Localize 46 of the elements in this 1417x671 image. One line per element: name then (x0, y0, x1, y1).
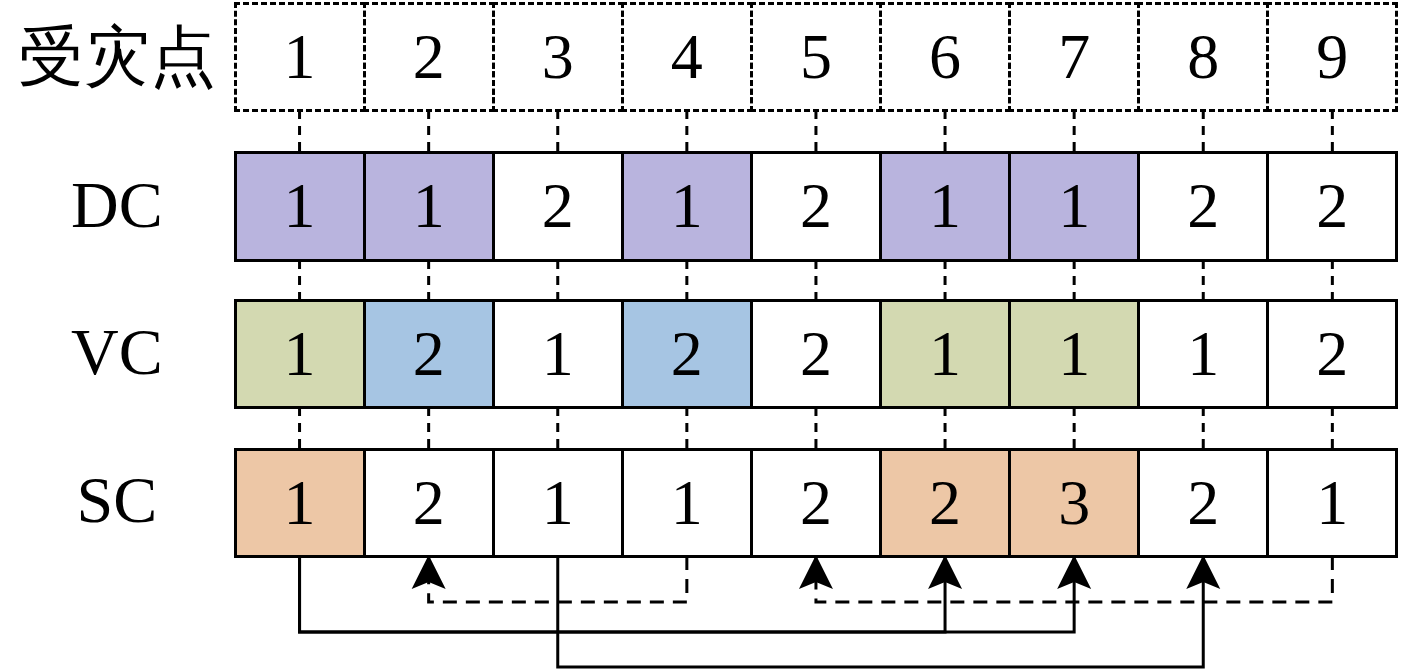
row-label: VC (71, 319, 163, 385)
dashed-connector-line (814, 407, 818, 449)
dashed-index-cell: 4 (620, 1, 753, 112)
dashed-connector-line (298, 110, 302, 152)
dashed-connector-line (427, 110, 431, 152)
row-label: SC (76, 467, 158, 533)
dashed-connector-line (556, 110, 560, 152)
dashed-connector-line (943, 110, 947, 152)
dashed-connector-line (943, 407, 947, 449)
dashed-connector-line (814, 260, 818, 300)
dashed-connector-line (1201, 260, 1205, 300)
dashed-elbow-arrow (411, 555, 689, 604)
dashed-connector-line (1072, 110, 1076, 152)
dashed-connector-line (814, 110, 818, 152)
dashed-connector-line (298, 407, 302, 449)
value-cell: 1 (1266, 447, 1399, 558)
value-cell: 1 (233, 298, 366, 409)
elbow-arrow (556, 555, 1221, 669)
dashed-connector-line (1330, 260, 1334, 300)
dashed-index-cell: 2 (362, 1, 495, 112)
dashed-index-cell: 1 (233, 1, 366, 112)
dashed-connector-line (1201, 110, 1205, 152)
value-cell: 1 (233, 447, 366, 558)
dashed-connector-line (685, 407, 689, 449)
row-label: 受灾点 (18, 24, 216, 90)
dashed-connector-line (1330, 110, 1334, 152)
value-cell: 2 (1266, 150, 1399, 262)
value-cell: 1 (233, 150, 366, 262)
dashed-connector-line (556, 260, 560, 300)
dashed-connector-line (685, 110, 689, 152)
dashed-connector-line (427, 260, 431, 300)
dashed-connector-line (943, 260, 947, 300)
dashed-connector-line (298, 260, 302, 300)
dashed-connector-line (1072, 260, 1076, 300)
dashed-connector-line (1201, 407, 1205, 449)
dashed-index-cell: 5 (749, 1, 882, 112)
dashed-connector-line (685, 260, 689, 300)
dashed-connector-line (427, 407, 431, 449)
value-cell: 2 (1266, 298, 1399, 409)
row-label: DC (71, 172, 163, 238)
dashed-connector-line (1072, 407, 1076, 449)
dashed-index-cell: 9 (1266, 1, 1399, 112)
dashed-elbow-arrow (798, 555, 1334, 604)
dashed-index-cell: 3 (491, 1, 624, 112)
dashed-connector-line (556, 407, 560, 449)
dashed-connector-line (1330, 407, 1334, 449)
